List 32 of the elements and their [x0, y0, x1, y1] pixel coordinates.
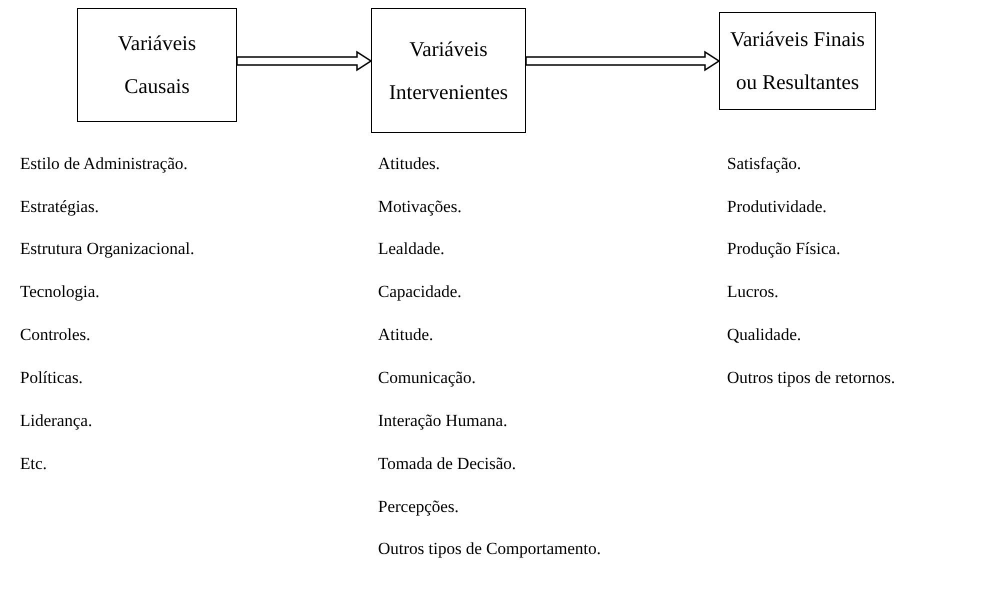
block-arrow [525, 50, 720, 72]
list-item: Comunicação. [378, 368, 476, 388]
list-item: Lealdade. [378, 239, 445, 259]
list-item: Capacidade. [378, 282, 462, 302]
list-item: Controles. [20, 325, 90, 345]
list-item: Tomada de Decisão. [378, 454, 516, 474]
list-item: Satisfação. [727, 154, 802, 174]
list-item: Políticas. [20, 368, 83, 388]
block-arrow [236, 50, 372, 72]
box-title: Variáveis Intervenientes [388, 36, 509, 106]
list-item: Qualidade. [727, 325, 802, 345]
list-item: Tecnologia. [20, 282, 100, 302]
list-item: Estrutura Organizacional. [20, 239, 194, 259]
variable-box [77, 8, 237, 122]
list-item: Produtividade. [727, 197, 827, 217]
list-item: Etc. [20, 454, 47, 474]
list-item: Liderança. [20, 411, 92, 431]
list-item: Estilo de Administração. [20, 154, 188, 174]
list-item: Estratégias. [20, 197, 99, 217]
list-item: Interação Humana. [378, 411, 508, 431]
list-item: Produção Física. [727, 239, 840, 259]
variable-box [371, 8, 526, 133]
list-item: Lucros. [727, 282, 778, 302]
variable-box [719, 12, 876, 110]
list-item: Motivações. [378, 197, 462, 217]
box-title: Variáveis Finais ou Resultantes [729, 26, 866, 96]
list-item: Outros tipos de Comportamento. [378, 539, 601, 559]
list-item: Outros tipos de retornos. [727, 368, 896, 388]
list-item: Percepções. [378, 497, 459, 517]
list-item: Atitude. [378, 325, 434, 345]
box-title: Variáveis Causais [116, 30, 198, 100]
list-item: Atitudes. [378, 154, 440, 174]
